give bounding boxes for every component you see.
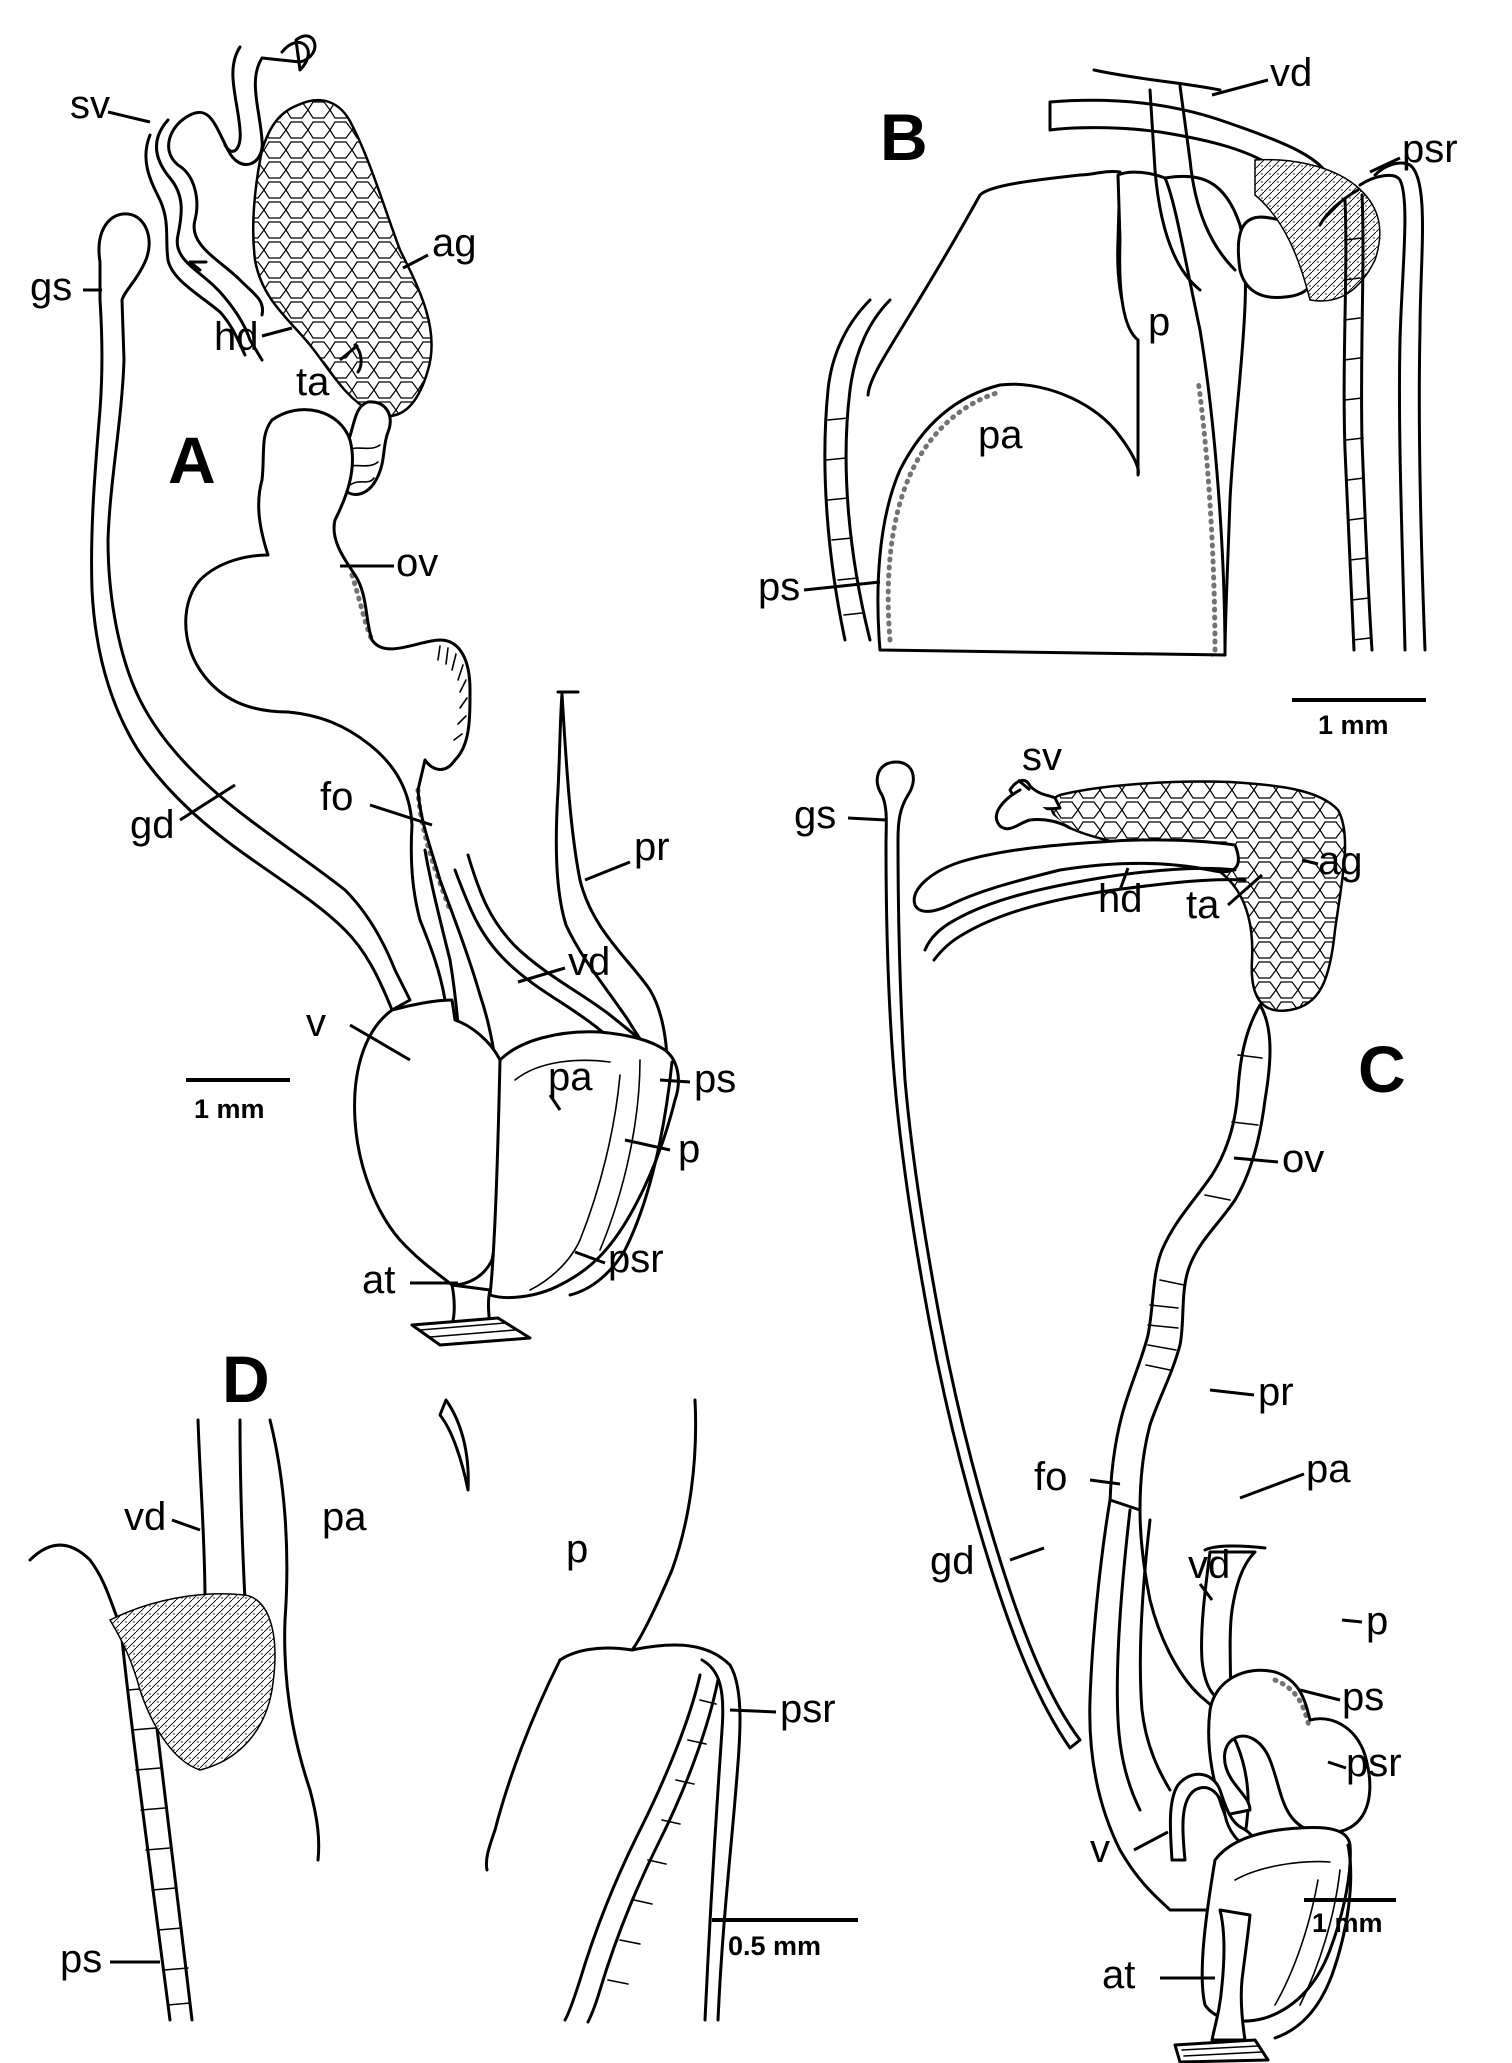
label-c-pa: pa <box>1306 1447 1351 1491</box>
label-b-p: p <box>1148 300 1170 344</box>
label-b-psr: psr <box>1402 127 1458 171</box>
label-d-ps: ps <box>60 1937 102 1981</box>
label-d-psr: psr <box>780 1687 836 1731</box>
label-a-gs: gs <box>30 265 72 309</box>
label-c-sv: sv <box>1022 735 1062 779</box>
scale-label-a: 1 mm <box>194 1094 265 1124</box>
label-c-v: v <box>1090 1827 1110 1871</box>
panel-b: B vd psr p pa ps 1 mm <box>758 51 1458 740</box>
label-a-p: p <box>678 1127 700 1171</box>
label-a-pr: pr <box>634 825 670 869</box>
label-c-at: at <box>1102 1953 1135 1997</box>
label-a-sv: sv <box>70 83 110 127</box>
penial-retractor-a <box>554 692 669 1082</box>
label-c-psr: psr <box>1346 1741 1402 1785</box>
label-a-pa: pa <box>548 1055 593 1099</box>
label-b-pa: pa <box>978 413 1023 457</box>
label-a-ta: ta <box>296 360 330 404</box>
label-c-gs: gs <box>794 793 836 837</box>
label-a-v: v <box>306 1001 326 1045</box>
label-c-pr: pr <box>1258 1370 1294 1414</box>
scale-label-d: 0.5 mm <box>728 1931 821 1961</box>
penial-sheath-b <box>844 298 892 642</box>
label-c-fo: fo <box>1034 1455 1067 1499</box>
label-a-vd: vd <box>568 940 610 984</box>
label-d-pa: pa <box>322 1495 367 1539</box>
label-a-at: at <box>362 1258 395 1302</box>
label-d-vd: vd <box>124 1495 166 1539</box>
label-a-gd: gd <box>130 803 175 847</box>
panel-letter-d: D <box>222 1342 270 1416</box>
penial-appendix-c <box>1207 1668 1372 1835</box>
panel-a: A sv ag gs hd ta ov gd fo pr vd v pa ps … <box>30 34 736 1347</box>
panel-d: D vd pa p psr ps 0.5 mm <box>28 1342 858 2024</box>
penial-sheath-retractor-d <box>563 1673 702 2022</box>
label-a-psr: psr <box>608 1237 664 1281</box>
atrium-base-c <box>1173 2038 1270 2063</box>
scale-label-c: 1 mm <box>1312 1908 1383 1938</box>
scale-label-b: 1 mm <box>1318 710 1389 740</box>
label-c-ps: ps <box>1342 1675 1384 1719</box>
label-c-ag: ag <box>1318 839 1363 883</box>
seminal-vesicle-a <box>167 34 317 317</box>
label-d-p: p <box>566 1527 588 1571</box>
panel-letter-a: A <box>168 423 216 497</box>
panel-letter-c: C <box>1358 1032 1406 1106</box>
gametolytic-sac-a <box>90 212 412 1012</box>
talon-loop-c <box>912 838 1240 913</box>
penis-complex-a <box>488 1030 680 1300</box>
label-a-ps: ps <box>694 1057 736 1101</box>
penial-appendix-wall-d <box>438 1398 470 1492</box>
panel-letter-b: B <box>880 100 928 174</box>
panel-c: C sv gs ag hd ta ov pr pa fo gd vd p ps … <box>794 735 1406 2063</box>
label-c-vd: vd <box>1188 1543 1230 1587</box>
label-b-ps: ps <box>758 565 800 609</box>
muscle-fan-d <box>108 1592 276 1771</box>
label-a-fo: fo <box>320 775 353 819</box>
penial-appendix-b <box>876 170 1227 657</box>
label-a-ag: ag <box>432 221 477 265</box>
oviduct-c <box>1108 1003 1272 1512</box>
label-b-vd: vd <box>1270 51 1312 95</box>
albumen-gland-a <box>251 98 433 418</box>
label-c-ta: ta <box>1186 883 1220 927</box>
label-a-ov: ov <box>396 541 438 585</box>
label-c-p: p <box>1366 1599 1388 1643</box>
atrium-base-a <box>410 1316 532 1347</box>
vagina-a <box>353 998 502 1287</box>
label-c-gd: gd <box>930 1539 975 1583</box>
label-c-ov: ov <box>1282 1137 1324 1181</box>
label-a-hd: hd <box>214 315 259 359</box>
gametolytic-sac-c <box>875 760 1082 1750</box>
vas-deferens-b <box>1048 98 1332 300</box>
penial-sheath-d <box>118 1618 172 2022</box>
label-c-hd: hd <box>1098 877 1143 921</box>
